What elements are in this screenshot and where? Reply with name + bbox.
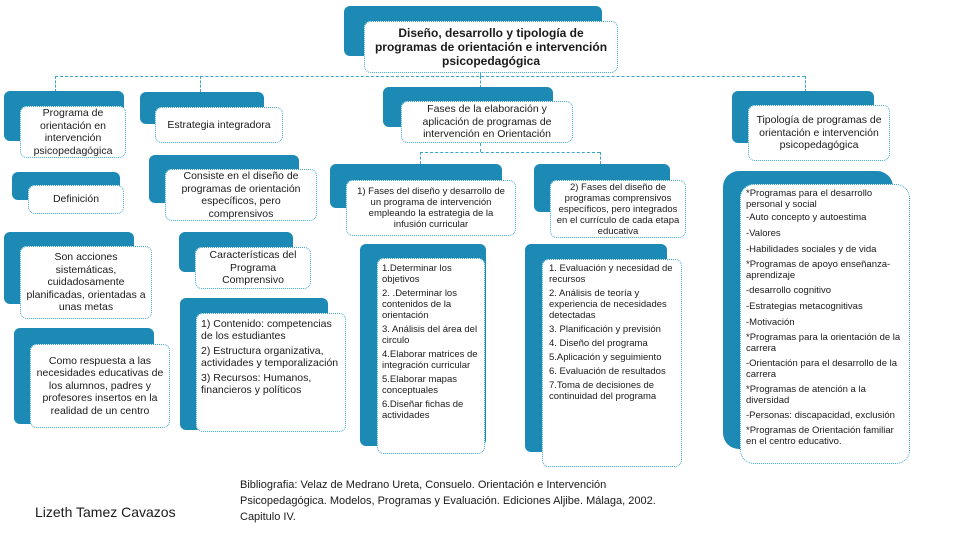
bibliografia: Bibliografia: Velaz de Medrano Ureta, Co…: [240, 479, 656, 523]
tipologia-item: -Valores: [746, 228, 781, 239]
connector: [480, 73, 481, 76]
tipologia-box: Tipología de programas de orientación e …: [748, 105, 890, 161]
fase2-item: 3. Planificación y previsión: [549, 324, 661, 335]
tipologia-item: -desarrollo cognitivo: [746, 285, 832, 296]
tipologia-item: -Auto concepto y autoestima: [746, 212, 867, 223]
fase1-item: 6.Diseñar fichas de actividades: [382, 399, 464, 421]
author-name: Lizeth Tamez Cavazos: [35, 504, 176, 520]
tipologia-item: -Personas: discapacidad, exclusión: [746, 410, 895, 421]
fase2-item: 7.Toma de decisiones de continuidad del …: [549, 380, 657, 402]
fase2-item: 5.Aplicación y seguimiento: [549, 352, 662, 363]
connector: [600, 152, 601, 164]
fase1-item: 2. .Determinar los contenidos de la orie…: [382, 288, 457, 321]
connector: [480, 143, 481, 152]
fase1-item: 1.Determinar los objetivos: [382, 263, 452, 285]
respuesta-box: Como respuesta a las necesidades educati…: [30, 344, 170, 428]
fases1-items-box: 1.Determinar los objetivos 2. .Determina…: [377, 258, 485, 454]
tipologia-item: -Estrategias metacognitivas: [746, 301, 863, 312]
caract-item: 1) Contenido: competencias de los estudi…: [201, 318, 332, 342]
fase2-item: 1. Evaluación y necesidad de recursos: [549, 263, 673, 285]
fase2-item: 4. Diseño del programa: [549, 338, 648, 349]
connector: [200, 76, 201, 92]
tipologia-item: *Programas para la orientación de la car…: [746, 332, 901, 354]
tipologia-item: -Orientación para el desarrollo de la ca…: [746, 358, 898, 380]
tipologia-item: *Programas para el desarrollo personal y…: [746, 188, 873, 210]
estrategia-box: Estrategia integradora: [155, 107, 283, 143]
connector: [420, 152, 600, 153]
caract-item: 3) Recursos: Humanos, financieros y polí…: [201, 372, 312, 396]
tipologia-item: *Programas de apoyo enseñanza- aprendiza…: [746, 259, 891, 281]
fases-box: Fases de la elaboración y aplicación de …: [401, 101, 573, 143]
tipologia-item: -Habilidades sociales y de vida: [746, 244, 877, 255]
programa-box: Programa de orientación en intervención …: [20, 106, 126, 158]
caract-item: 2) Estructura organizativa, actividades …: [201, 345, 339, 369]
fases2-items-box: 1. Evaluación y necesidad de recursos 2.…: [542, 259, 682, 467]
fase1-item: 3. Análisis del área del circulo: [382, 324, 478, 346]
fase1-item: 4.Elaborar matrices de integración curri…: [382, 349, 478, 371]
main-title: Diseño, desarrollo y tipología de progra…: [364, 21, 618, 73]
fase1-item: 5.Elaborar mapas conceptuales: [382, 374, 457, 396]
connector: [55, 76, 805, 77]
def-text-box: Son acciones sistemáticas, cuidadosament…: [20, 246, 152, 319]
fases1-box: 1) Fases del diseño y desarrollo de un p…: [346, 180, 516, 236]
connector: [805, 76, 806, 92]
connector: [55, 76, 56, 92]
connector: [420, 152, 421, 164]
tipologia-items-box: *Programas para el desarrollo personal y…: [740, 184, 910, 464]
fase2-item: 2. Análisis de teoría y experiencia de n…: [549, 288, 667, 321]
connector: [480, 76, 481, 88]
caract-items-box: 1) Contenido: competencias de los estudi…: [196, 313, 346, 432]
tipologia-item: *Programas de atención a la diversidad: [746, 384, 866, 406]
tipologia-item: -Motivación: [746, 317, 795, 328]
fase2-item: 6. Evaluación de resultados: [549, 366, 666, 377]
definicion-box: Definición: [28, 185, 124, 214]
fases2-box: 2) Fases del diseño de programas compren…: [550, 180, 686, 238]
consiste-box: Consiste en el diseño de programas de or…: [165, 169, 317, 221]
caracteristicas-box: Características del Programa Comprensivo: [195, 247, 311, 289]
tipologia-item: *Programas de Orientación familiar en el…: [746, 425, 894, 447]
